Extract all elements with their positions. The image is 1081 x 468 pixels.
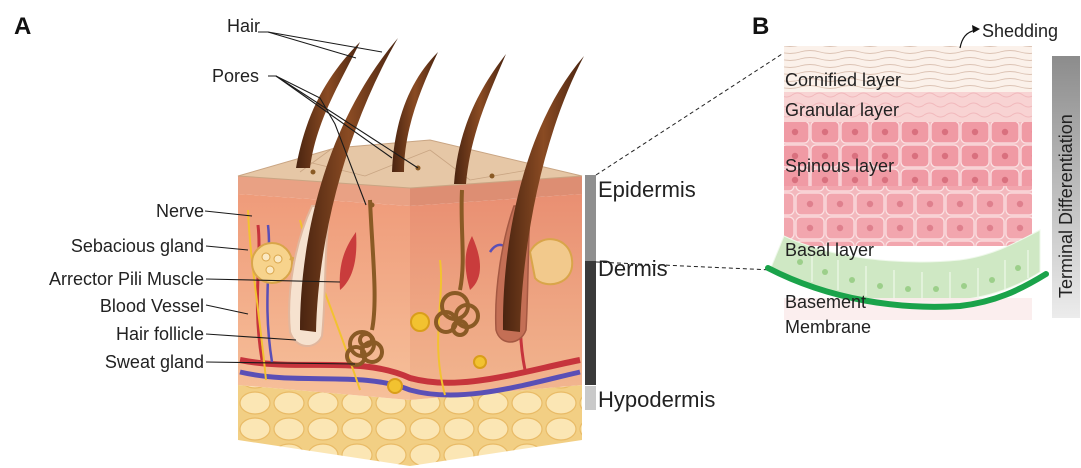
hypodermis-bar <box>585 386 596 410</box>
layer-label-epidermis: Epidermis <box>598 177 696 202</box>
sebaceous-gland-right <box>530 239 572 284</box>
layer-label-dermis: Dermis <box>598 256 668 281</box>
label-hair: Hair <box>227 16 260 36</box>
label-cornified-layer: Cornified layer <box>785 70 901 90</box>
zoom-line-top <box>596 54 782 175</box>
label-basal-layer: Basal layer <box>785 240 874 260</box>
label-sebacious-gland: Sebacious gland <box>71 236 204 256</box>
label-basement-line2: Membrane <box>785 317 871 337</box>
label-pores: Pores <box>212 66 259 86</box>
label-granular-layer: Granular layer <box>785 100 899 120</box>
epidermis-bar <box>585 175 596 261</box>
label-hair-follicle: Hair follicle <box>116 324 204 344</box>
pore-4 <box>370 203 375 208</box>
panel-label-b: B <box>752 13 769 40</box>
label-basement-line1: Basement <box>785 292 866 312</box>
shedding-arrow <box>960 30 976 48</box>
spinous-layer-region <box>784 122 1032 186</box>
label-sweat-gland: Sweat gland <box>105 352 204 372</box>
dermis-bar <box>585 261 596 385</box>
label-blood-vessel: Blood Vessel <box>100 296 204 316</box>
label-spinous-layer: Spinous layer <box>785 156 894 176</box>
label-terminal-differentiation: Terminal Differentiation <box>1056 114 1076 298</box>
layer-label-hypodermis: Hypodermis <box>598 387 715 412</box>
spinous-layer-region-lower <box>784 186 1032 246</box>
shedding-arrowhead <box>972 25 980 33</box>
label-arrector-pili-muscle: Arrector Pili Muscle <box>49 269 204 289</box>
skin-block-illustration <box>238 38 584 466</box>
pore-3 <box>490 174 495 179</box>
label-shedding: Shedding <box>982 21 1058 41</box>
panel-label-a: A <box>14 13 31 40</box>
pore-1 <box>311 170 316 175</box>
label-nerve: Nerve <box>156 201 204 221</box>
